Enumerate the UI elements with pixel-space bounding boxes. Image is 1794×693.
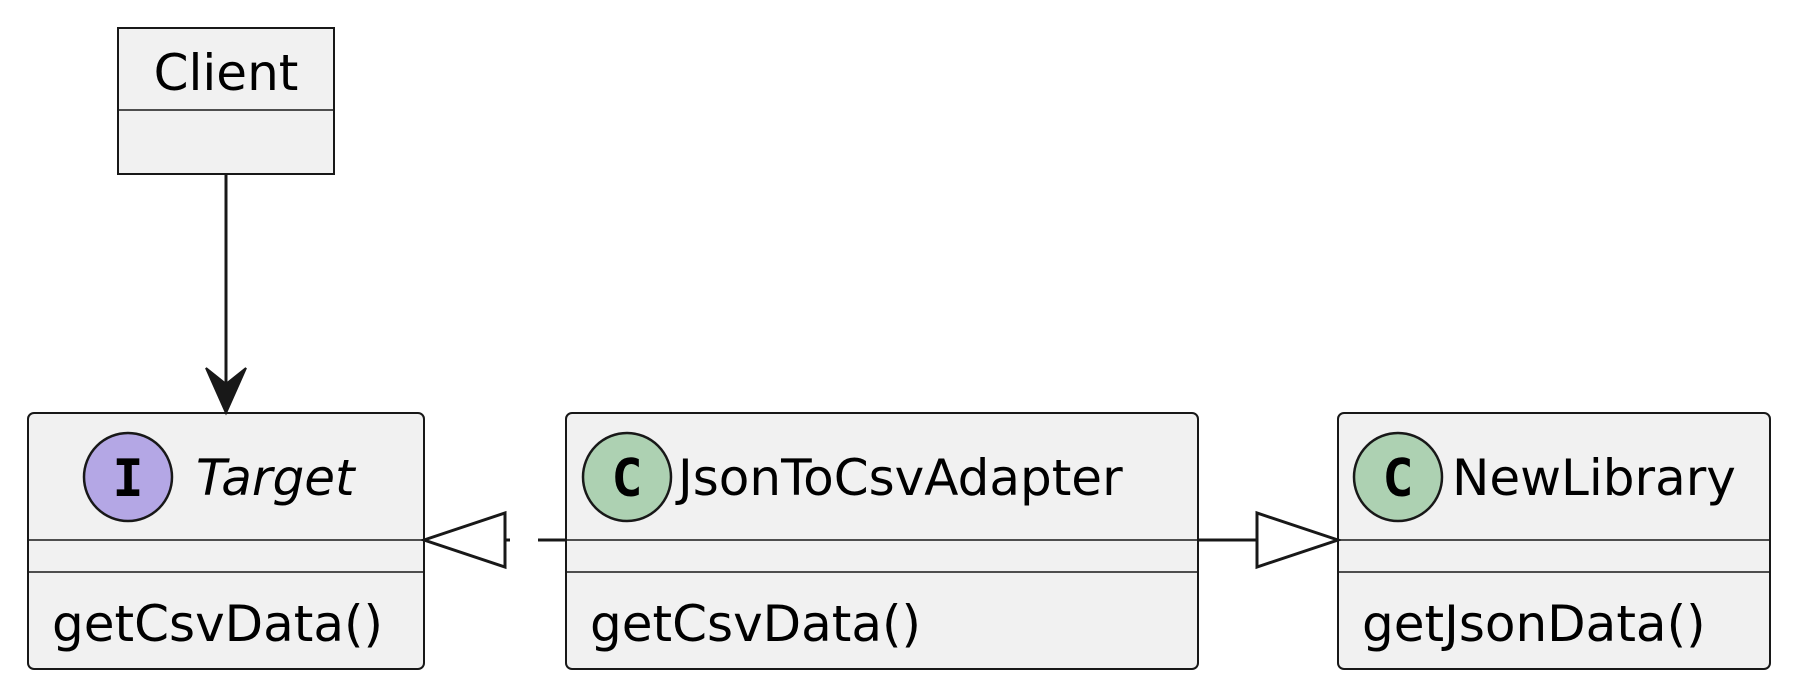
- relation-adapter-new-library[interactable]: [1198, 510, 1343, 570]
- association-arrowhead-icon: [205, 367, 247, 416]
- interface-badge-icon: [82, 431, 174, 523]
- class-client-name: Client: [154, 44, 299, 102]
- class-adapter-name: JsonToCsvAdapter: [675, 449, 1123, 507]
- class-target-method: getCsvData(): [52, 595, 383, 653]
- realization-arrowhead-icon: [419, 510, 507, 570]
- class-new-library-name: NewLibrary: [1452, 449, 1736, 507]
- interface-badge-glyph: I: [112, 449, 143, 509]
- class-adapter[interactable]: C JsonToCsvAdapter getCsvData(): [565, 412, 1199, 670]
- class-badge-icon: [581, 431, 673, 523]
- relation-adapter-target[interactable]: [419, 510, 566, 570]
- class-target[interactable]: I Target getCsvData(): [27, 412, 425, 670]
- class-client[interactable]: Client: [117, 27, 335, 175]
- class-client-box: [117, 27, 335, 175]
- class-badge-glyph: C: [611, 449, 642, 509]
- class-adapter-method: getCsvData(): [590, 595, 921, 653]
- class-badge-icon: [1352, 431, 1444, 523]
- class-new-library-method: getJsonData(): [1362, 595, 1706, 653]
- class-target-name: Target: [196, 449, 357, 507]
- class-badge-glyph: C: [1382, 449, 1413, 509]
- relation-client-target[interactable]: [205, 174, 247, 416]
- generalization-arrowhead-icon: [1255, 510, 1343, 570]
- class-new-library[interactable]: C NewLibrary getJsonData(): [1337, 412, 1771, 670]
